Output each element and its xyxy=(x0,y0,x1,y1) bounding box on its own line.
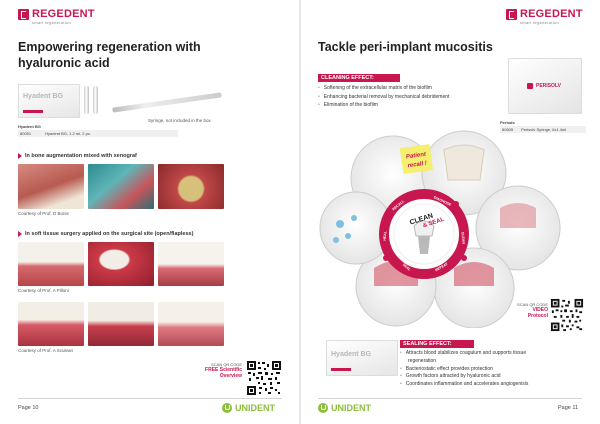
box-label: Hyadent BG xyxy=(331,351,372,358)
table-code: 80051 xyxy=(20,131,32,136)
list-item: Enhancing bacterial removal by mechanica… xyxy=(318,93,450,102)
caption-sculean: Courtesy of Prof. A Sculean xyxy=(18,348,74,353)
brand-name: REGEDENT xyxy=(32,8,95,20)
implant-icon xyxy=(418,236,430,254)
hyadent-box: Hyadent BG xyxy=(18,84,80,118)
scan-note-right: SCAN QR CODE VIDEO Protocol xyxy=(500,302,548,320)
perisolv-table: Periods 80505 Perisolv Syringe, 6x1.4ml xyxy=(500,120,586,133)
brand-tagline: smart regeneration xyxy=(32,20,71,25)
scan-title-2: Overview xyxy=(219,373,242,380)
unident-logo: UNIDENT xyxy=(222,403,275,413)
unident-name: UNIDENT xyxy=(331,403,371,413)
cleaning-list: Softening of the extracellular matrix of… xyxy=(318,84,450,110)
photo-soft-2 xyxy=(88,242,154,286)
photo-sculean-2 xyxy=(88,302,154,346)
scan-note-left: SCAN QR CODE FREE Scientific Overview xyxy=(190,362,242,380)
page-11: REGEDENT smart regeneration Tackle peri-… xyxy=(300,0,600,424)
title-line-1: Empowering regeneration with xyxy=(18,40,201,54)
caption-bonis: Courtesy of Prof. D Bonis xyxy=(18,211,69,216)
list-item-text: regeneration xyxy=(408,357,437,364)
sticky-note xyxy=(399,144,434,175)
page-gutter xyxy=(299,0,301,424)
photo-bone-3 xyxy=(158,164,224,209)
table-header: Periods xyxy=(500,120,515,125)
vial-2 xyxy=(93,86,98,114)
table-desc: Perisolv Syringe, 6x1.4ml xyxy=(521,127,567,132)
brand-tagline: smart regeneration xyxy=(520,20,559,25)
caption-pilloni: Courtesy of Prof. A Pilloni xyxy=(18,288,69,293)
table-code: 80505 xyxy=(502,127,514,132)
section-soft-tissue: In soft tissue surgery applied on the su… xyxy=(18,231,193,237)
unident-name: UNIDENT xyxy=(235,403,275,413)
sealing-list: Attracts blood stabilizes coagulum and s… xyxy=(400,350,529,389)
page-10: REGEDENT smart regeneration Empowering r… xyxy=(18,9,282,413)
list-item: Softening of the extracellular matrix of… xyxy=(318,84,449,93)
page-title: Empowering regeneration with hyaluronic … xyxy=(18,40,201,71)
regedent-logo: REGEDENT smart regeneration xyxy=(506,9,583,25)
triangle-icon xyxy=(18,231,22,237)
syringe-note: Syringe, not included in the box xyxy=(148,118,211,123)
page-title: Tackle peri-implant mucositis xyxy=(318,40,493,54)
section-bone: In bone augmentation mixed with xenograf xyxy=(18,153,137,159)
regedent-logo-icon xyxy=(506,9,517,20)
regedent-logo: REGEDENT smart regeneration xyxy=(18,9,95,25)
footer-divider xyxy=(318,398,582,399)
footer-divider xyxy=(18,398,282,399)
scan-title-2: Protocol xyxy=(527,313,548,320)
photo-soft-1 xyxy=(18,242,84,286)
wheel-label-seal: SEAL xyxy=(402,263,412,273)
note-line-2: recall ! xyxy=(407,161,427,170)
list-item: Bacteriostatic effect provides protectio… xyxy=(400,366,528,374)
list-item: Coordinates inflammation and accelerates… xyxy=(400,381,529,389)
page-number: Page 11 xyxy=(558,405,579,411)
syringe-image xyxy=(112,92,222,113)
box-label: Hyadent BG xyxy=(23,93,64,100)
unident-logo: UNIDENT xyxy=(318,403,371,413)
list-item: Growth factors attracted by hyaluronic a… xyxy=(400,373,528,381)
list-item: Attracts blood stabilizes coagulum and s… xyxy=(400,350,528,358)
unident-logo-icon xyxy=(318,403,328,413)
list-item: Elimination of the biofilm xyxy=(318,101,449,110)
sealing-banner: SEALING EFFECT: xyxy=(400,340,474,348)
cleaning-banner: CLEANING EFFECT: xyxy=(318,74,400,82)
table-header: Hyadent BG xyxy=(18,124,41,129)
section-bone-label: In bone augmentation mixed with xenograf xyxy=(25,153,137,159)
triangle-icon xyxy=(18,153,22,159)
photo-bone-1 xyxy=(18,164,84,209)
note-line-1: Patient xyxy=(406,152,428,161)
hyadent-box-small: Hyadent BG xyxy=(326,340,398,376)
product-table: Hyadent BG 80051 Hyadent BG, 1.2 ml, 2 p… xyxy=(18,124,178,137)
list-item-continued: regeneration xyxy=(400,358,528,366)
qr-code-video[interactable] xyxy=(550,298,584,332)
regedent-logo-icon xyxy=(18,9,29,20)
wheel-label-diagnose: DIAGNOSE xyxy=(433,195,452,207)
table-row: 80051 Hyadent BG, 1.2 ml, 2 pc. xyxy=(18,130,178,137)
photo-sculean-3 xyxy=(158,302,224,346)
wheel-label-clean: CLEAN xyxy=(460,232,465,245)
qr-code-icon xyxy=(550,298,584,332)
scan-title-1: FREE Scientific xyxy=(205,367,242,373)
photo-soft-3 xyxy=(158,242,224,286)
table-row: 80505 Perisolv Syringe, 6x1.4ml xyxy=(500,126,586,133)
qr-code-scientific[interactable] xyxy=(246,360,282,396)
brand-name: REGEDENT xyxy=(520,8,583,20)
scan-title-1: VIDEO xyxy=(532,307,548,313)
perisolv-box: PERISOLV xyxy=(508,58,582,114)
title-line-2: hyaluronic acid xyxy=(18,55,110,70)
unident-logo-icon xyxy=(222,403,232,413)
table-desc: Hyadent BG, 1.2 ml, 2 pc. xyxy=(45,131,91,136)
wheel-label-repeat: REPEAT xyxy=(434,261,449,272)
clean-seal-wheel: RECALL DIAGNOSE CLEAN REPEAT SEAL HEAL C… xyxy=(319,130,561,328)
wheel-label-heal: HEAL xyxy=(383,230,388,241)
page-number: Page 10 xyxy=(18,405,39,411)
photo-sculean-1 xyxy=(18,302,84,346)
pack-brand: PERISOLV xyxy=(536,83,561,89)
vial-1 xyxy=(84,86,89,114)
scan-label: SCAN QR CODE xyxy=(211,362,242,367)
section-soft-label: In soft tissue surgery applied on the su… xyxy=(25,231,194,237)
scan-label: SCAN QR CODE xyxy=(517,302,548,307)
photo-bone-2 xyxy=(88,164,154,209)
qr-code-icon xyxy=(246,360,282,396)
